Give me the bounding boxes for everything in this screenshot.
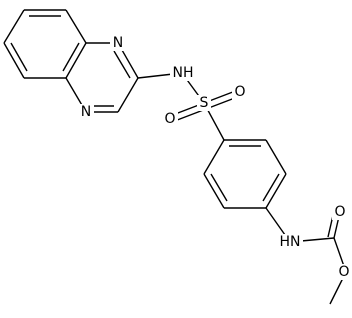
atom-label-amine-nh: NH (173, 65, 194, 81)
atom-label-carbonyl-o: O (334, 204, 345, 220)
bonds (3, 9, 347, 305)
bond-benzo-3 (65, 42, 87, 79)
bond-phenyl-3 (265, 173, 287, 209)
atom-label-carbamate-nh: HN (280, 234, 301, 250)
atom-sulfonyl-o-top: O (232, 84, 248, 100)
bond-benzo-2 (65, 9, 87, 44)
atom-labels: N N NH S O O HN O (78, 35, 352, 280)
atom-label-n1: N (113, 35, 123, 51)
bond-phenyl-5-inner (210, 173, 228, 202)
atom-label-ester-o: O (338, 264, 349, 280)
atom-sulfur: S (197, 95, 211, 111)
bond-pyrazine-2-inner (113, 50, 131, 79)
atom-carbonyl-o: O (332, 204, 348, 220)
atom-carbamate-nh: HN (277, 234, 303, 250)
atom-label-sulfonyl-o-top: O (234, 84, 245, 100)
atom-label-sulfonyl-o-left: O (164, 111, 175, 127)
bond-phenyl-5 (203, 173, 225, 209)
bond-benzo-6 (3, 9, 25, 44)
atom-sulfonyl-o-left: O (162, 111, 178, 127)
bond-benzo-5 (3, 42, 25, 79)
atom-label-n4: N (81, 104, 91, 120)
bond-phenyl-2 (265, 139, 287, 175)
bond-phenyl-6 (203, 139, 225, 175)
atom-label-sulfur: S (200, 95, 209, 111)
bond-benzo-5-inner (10, 42, 28, 72)
bond-pyrazine-3 (117, 77, 139, 113)
atom-n4: N (78, 104, 94, 120)
atom-amine-nh: NH (170, 65, 196, 81)
bond-benzo-3-inner (62, 42, 80, 72)
bond-phenyl-3-inner (262, 173, 280, 202)
atom-ester-o: O (336, 264, 352, 280)
atom-n1: N (110, 35, 126, 51)
